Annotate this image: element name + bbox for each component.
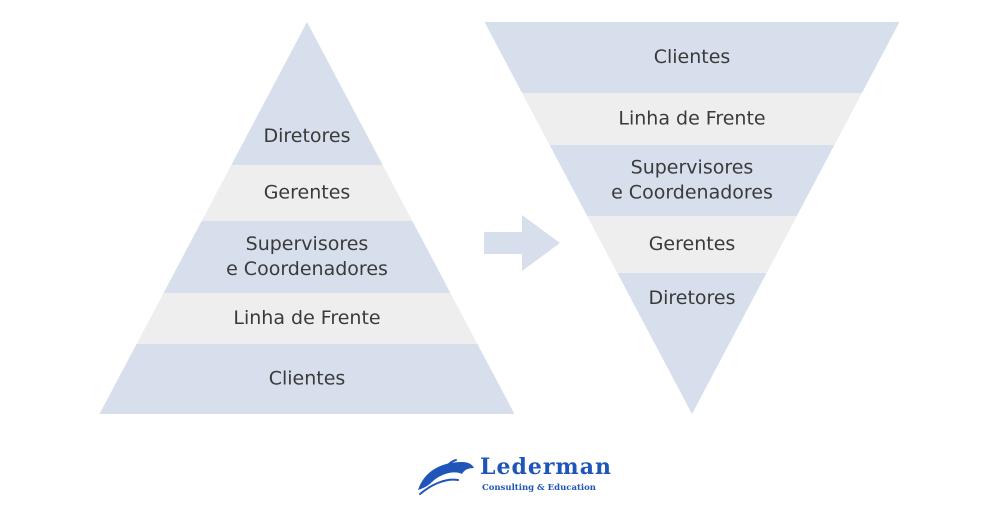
pyramid-level-gerentes <box>201 165 413 221</box>
dolphin-icon <box>418 459 474 495</box>
inverted-level-diretores <box>617 273 767 414</box>
logo-wordmark: Lederman <box>480 454 612 480</box>
pyramid-level-supervisores-label: e Coordenadores <box>226 258 388 280</box>
pyramid-level-diretores <box>231 22 383 165</box>
inverted-level-supervisores-label: e Coordenadores <box>611 182 773 204</box>
inverted-level-clientes-label: Clientes <box>654 46 731 68</box>
pyramid-level-supervisores-label: Supervisores <box>246 233 369 255</box>
inverted-level-linha-de-frente <box>522 93 862 145</box>
right-arrow-icon <box>484 215 560 271</box>
lederman-logo: Lederman Consulting & Education <box>418 454 612 495</box>
pyramid-level-linha-de-frente <box>136 293 478 344</box>
inverted-level-gerentes-label: Gerentes <box>649 233 736 255</box>
inverted-level-gerentes <box>587 216 797 273</box>
inverted-level-supervisores <box>549 145 835 216</box>
inverted-level-supervisores-label: Supervisores <box>631 157 754 179</box>
inverted-level-linha-de-frente-label: Linha de Frente <box>618 108 765 130</box>
pyramid-level-diretores-label: Diretores <box>263 125 350 147</box>
pyramid-level-clientes-label: Clientes <box>269 368 346 390</box>
inverted-level-clientes <box>484 22 900 93</box>
inverted-level-diretores-label: Diretores <box>648 287 735 309</box>
pyramid-level-clientes <box>99 344 515 414</box>
pyramid-level-supervisores <box>163 221 451 293</box>
pyramid-level-linha-de-frente-label: Linha de Frente <box>233 307 380 329</box>
logo-tagline: Consulting & Education <box>482 483 596 493</box>
pyramid-level-gerentes-label: Gerentes <box>264 182 351 204</box>
